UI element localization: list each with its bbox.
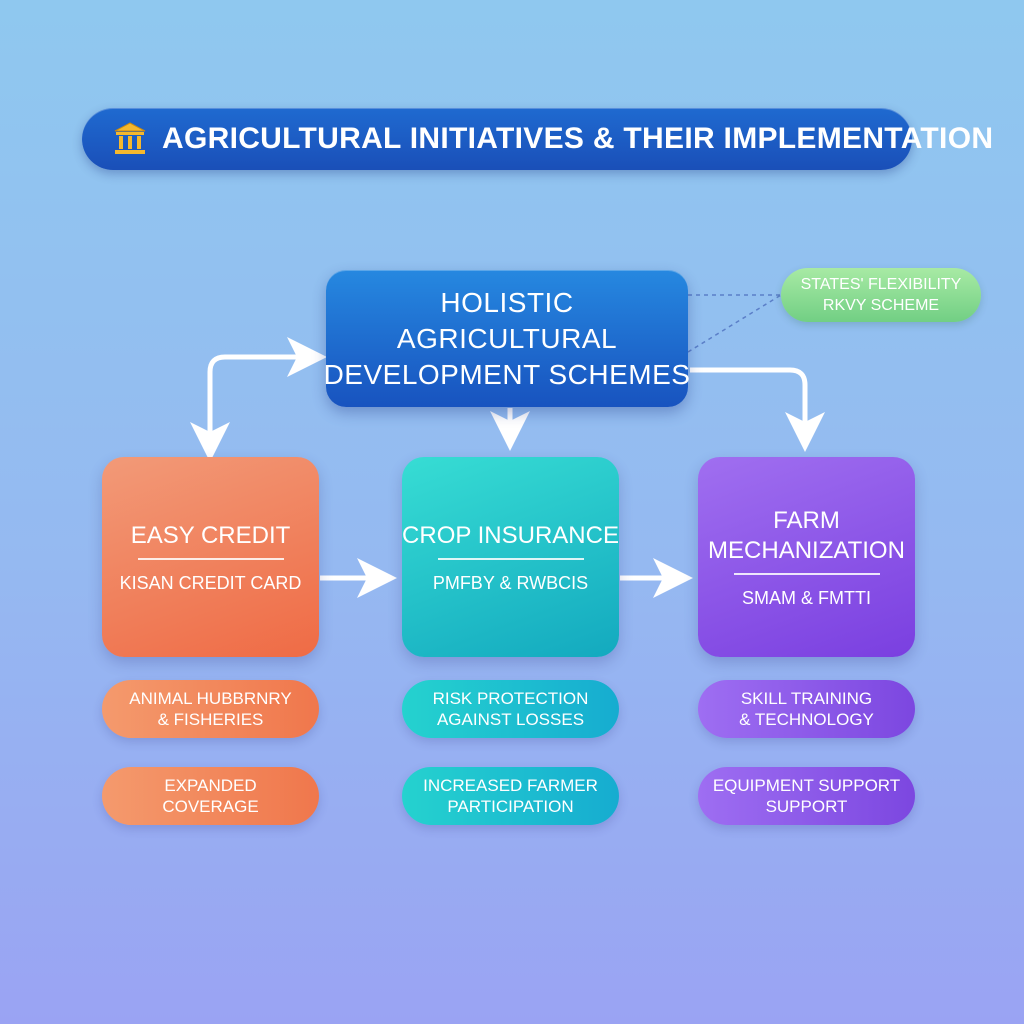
- benefit-line: EQUIPMENT SUPPORT: [712, 776, 901, 795]
- card-subtitle: SMAM & FMTTI: [742, 587, 871, 608]
- benefit-pill: EXPANDED COVERAGE: [102, 767, 319, 825]
- bank-building-icon: [112, 120, 148, 158]
- farm-mechanization-card: FARM MECHANIZATION SMAM & FMTTI: [698, 457, 915, 657]
- hub-line: HOLISTIC: [440, 286, 574, 318]
- benefit-line: EXPANDED: [164, 776, 257, 795]
- flexibility-dashed-link: [687, 294, 782, 353]
- card-divider: [733, 572, 880, 575]
- benefit-pill: EQUIPMENT SUPPORT SUPPORT: [698, 767, 915, 825]
- hub-line: AGRICULTURAL: [396, 322, 618, 354]
- benefit-line: SUPPORT: [765, 797, 848, 816]
- states-flexibility-badge: STATES' FLEXIBILITY RKVY SCHEME: [781, 268, 981, 322]
- card-subtitle: PMFBY & RWBCIS: [432, 572, 589, 593]
- holistic-development-schemes-box: HOLISTIC AGRICULTURAL DEVELOPMENT SCHEME…: [323, 270, 691, 407]
- crop-insurance-card: CROP INSURANCE PMFBY & RWBCIS: [402, 457, 619, 657]
- card-subtitle: KISAN CREDIT CARD: [119, 572, 302, 593]
- benefit-pill: SKILL TRAINING & TECHNOLOGY: [698, 680, 915, 738]
- flexibility-line: RKVY SCHEME: [822, 297, 940, 314]
- left-arrow: [190, 337, 327, 462]
- benefit-line: COVERAGE: [162, 797, 259, 816]
- benefit-line: & TECHNOLOGY: [739, 710, 874, 729]
- card-title: CROP INSURANCE: [402, 521, 619, 549]
- card-divider: [137, 557, 284, 560]
- benefit-pill: RISK PROTECTION AGAINST LOSSES: [402, 680, 619, 738]
- right-arrow: [690, 367, 825, 452]
- benefit-pill: INCREASED FARMER PARTICIPATION: [402, 767, 619, 825]
- benefit-pill: ANIMAL HUBBRNRY & FISHERIES: [102, 680, 319, 738]
- benefit-line: PARTICIPATION: [447, 797, 574, 816]
- card-title: EASY CREDIT: [130, 521, 291, 549]
- benefit-line: SKILL TRAINING: [740, 689, 873, 708]
- easy-credit-card: EASY CREDIT KISAN CREDIT CARD: [102, 457, 319, 657]
- benefit-line: RISK PROTECTION: [432, 689, 589, 708]
- page-title: AGRICULTURAL INITIATIVES & THEIR IMPLEME…: [162, 122, 994, 155]
- benefit-line: ANIMAL HUBBRNRY: [129, 689, 292, 708]
- benefit-line: & FISHERIES: [157, 710, 264, 729]
- benefit-line: INCREASED FARMER: [423, 776, 598, 795]
- card-title: FARM: [773, 506, 840, 534]
- title-banner: AGRICULTURAL INITIATIVES & THEIR IMPLEME…: [82, 108, 993, 170]
- hub-line: DEVELOPMENT SCHEMES: [323, 358, 691, 390]
- benefit-line: AGAINST LOSSES: [436, 710, 585, 729]
- flexibility-line: STATES' FLEXIBILITY: [800, 276, 962, 293]
- card-divider: [437, 557, 584, 560]
- card-title: MECHANIZATION: [708, 536, 905, 564]
